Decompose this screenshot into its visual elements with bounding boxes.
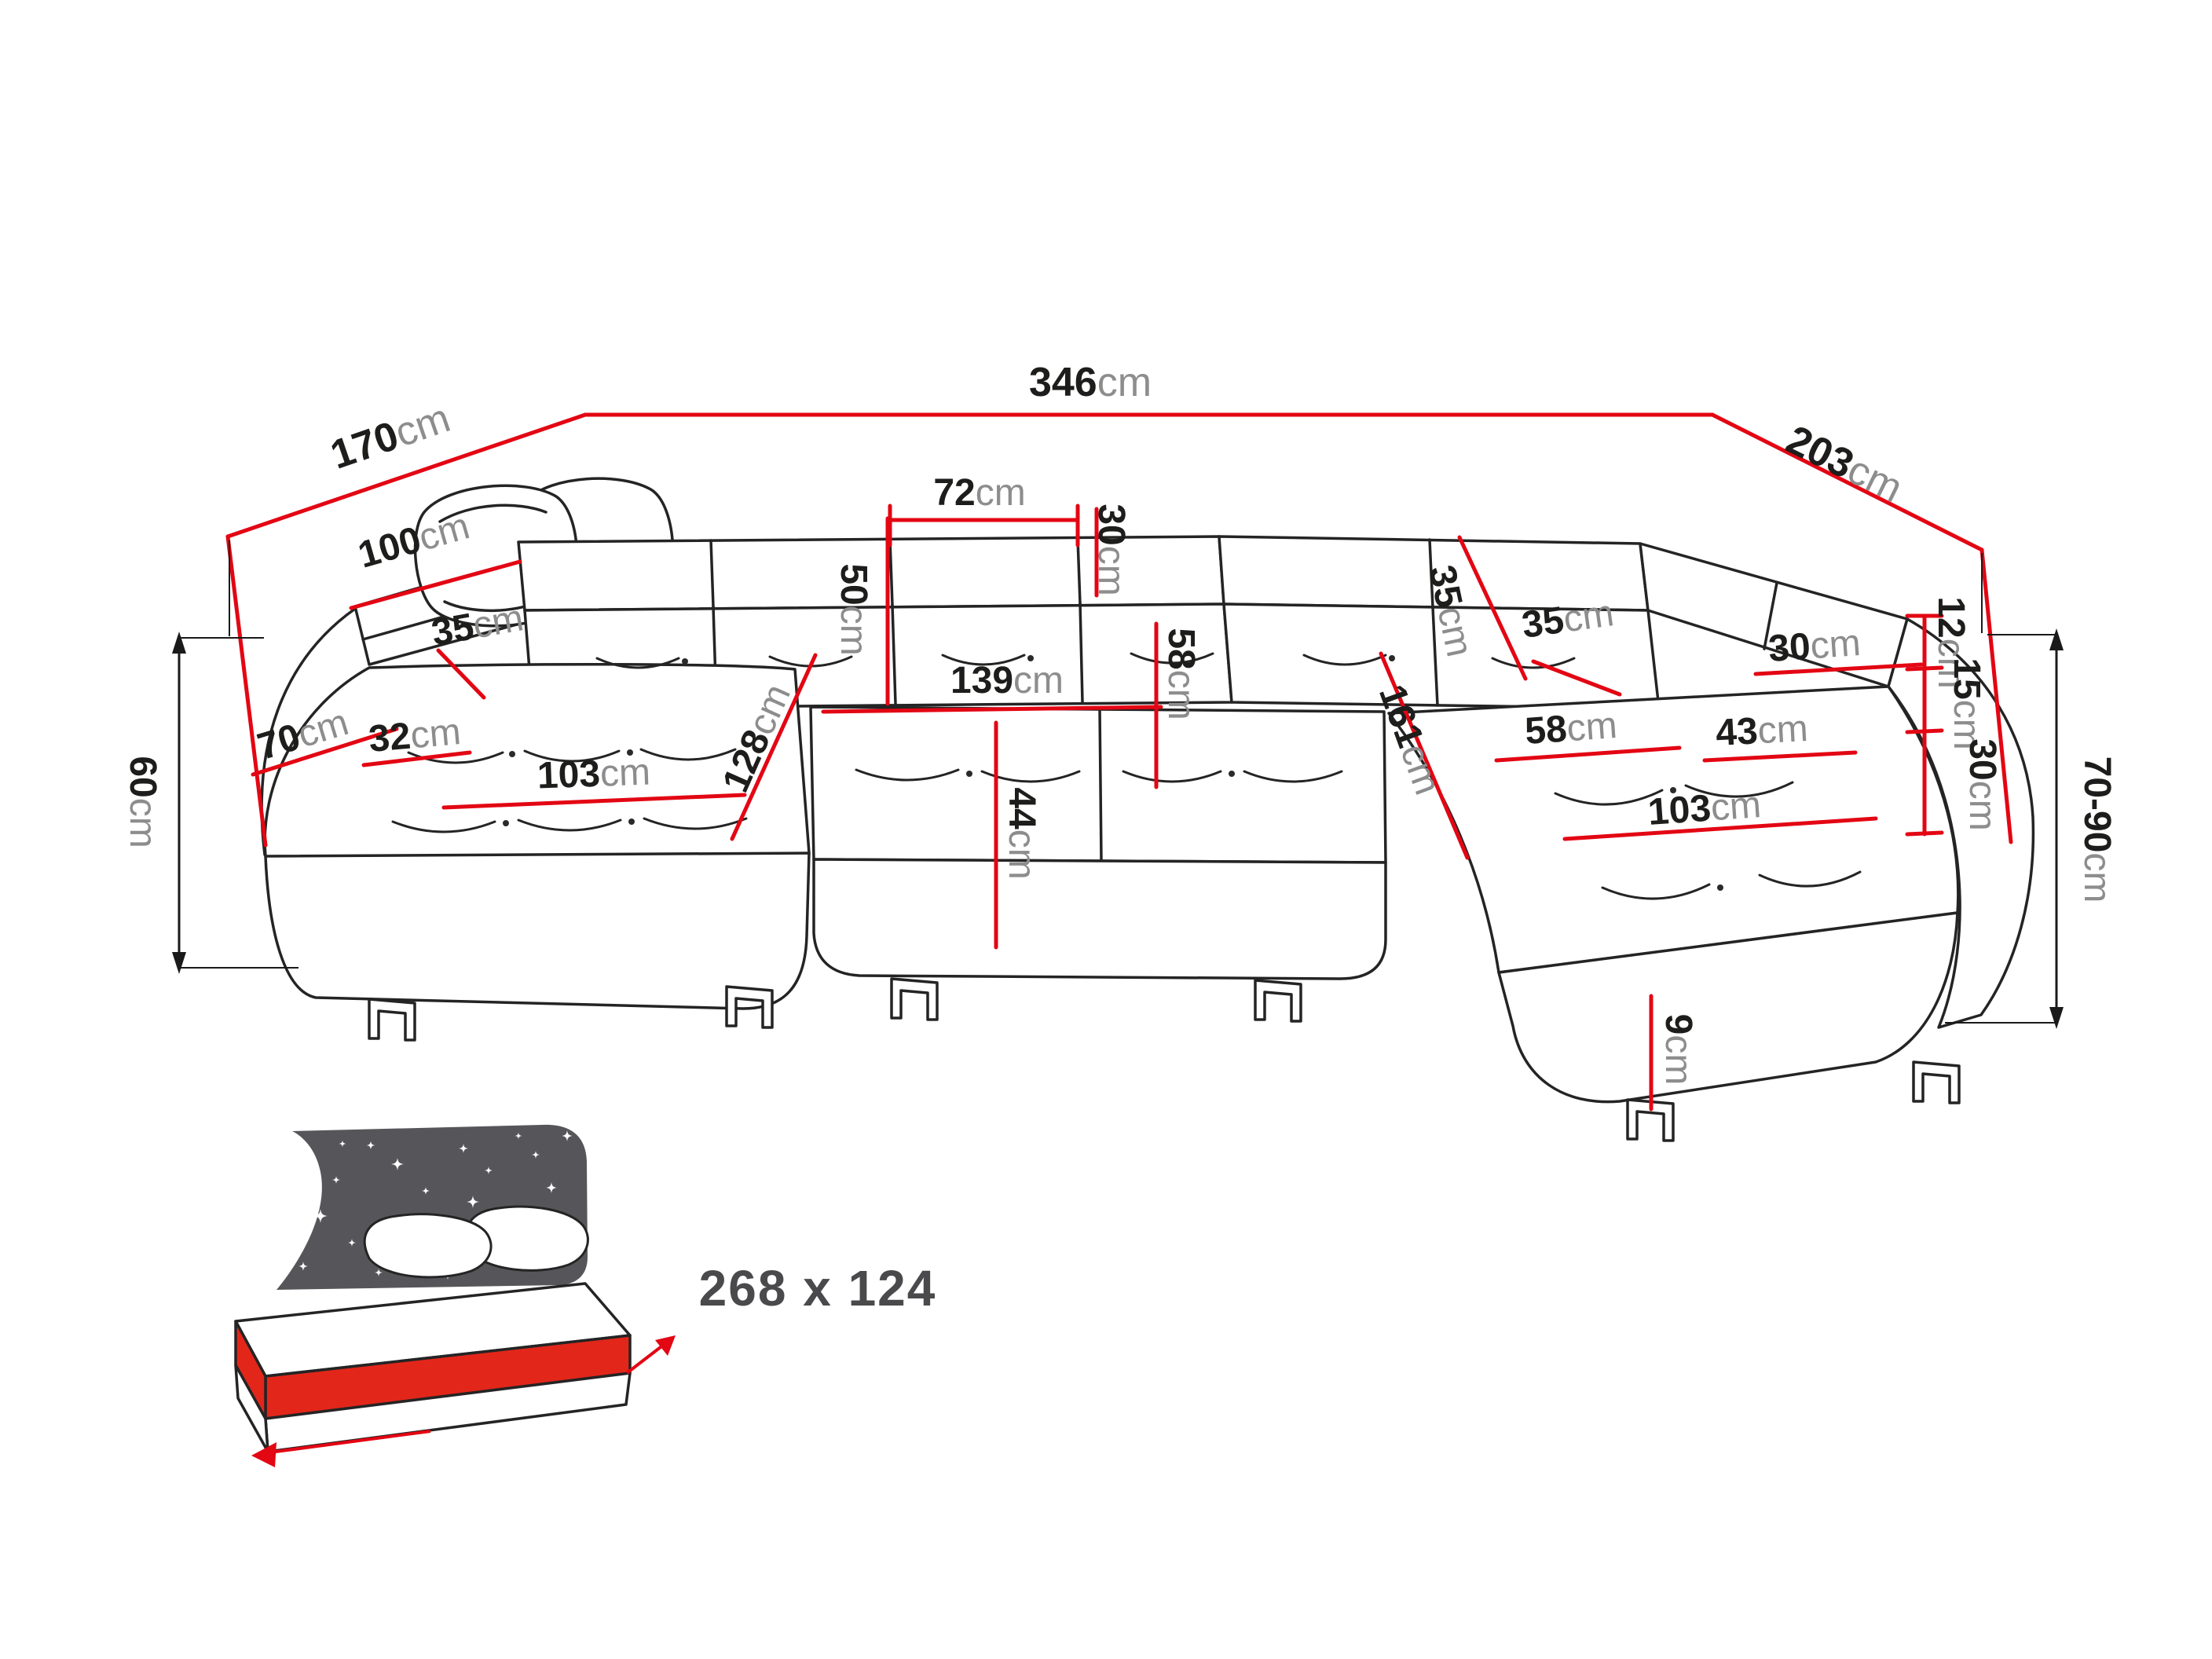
tuft-buttons [503,655,1723,891]
dim-arm-profile-30: 30cm [1961,738,2003,831]
dimension-lines [225,412,2013,1111]
dim-seat-height: 44cm [1001,787,1042,880]
dim-back-height: 50cm [833,563,874,656]
dim-height-left: 60cm [122,756,163,848]
dim-seat-center-depth: 58cm [1160,628,1202,720]
sleeping-function-icon [234,1124,676,1467]
dim-arm-left-width: 32cm [367,710,463,761]
sofa-line-art [260,477,2035,1142]
dim-seat-right-width: 103cm [1646,784,1763,833]
sofa-legs [368,977,1961,1142]
dim-total-width: 346cm [1028,360,1152,405]
bed-base [234,1364,632,1453]
dim-seat-center-width: 139cm [950,660,1064,701]
dim-seat-right-depth: 58cm [1523,704,1619,753]
dim-height-range: 70-90cm [2076,756,2118,903]
height-scales [172,540,2064,1029]
bed-pillows [363,1205,589,1279]
dim-headrest-width: 72cm [933,472,1026,514]
dim-seat-left-width: 103cm [537,751,651,797]
dim-leg-height: 9cm [1657,1013,1699,1086]
dim-headrest-height: 30cm [1090,504,1132,596]
dim-back-right-width: 30cm [1767,621,1862,671]
dim-arm-profile-15: 15cm [1946,657,1987,750]
unfold-arrows [251,1335,676,1467]
dim-arm-right-width: 43cm [1714,707,1809,755]
sleeping-area-size: 268 x 124 [698,1260,937,1317]
